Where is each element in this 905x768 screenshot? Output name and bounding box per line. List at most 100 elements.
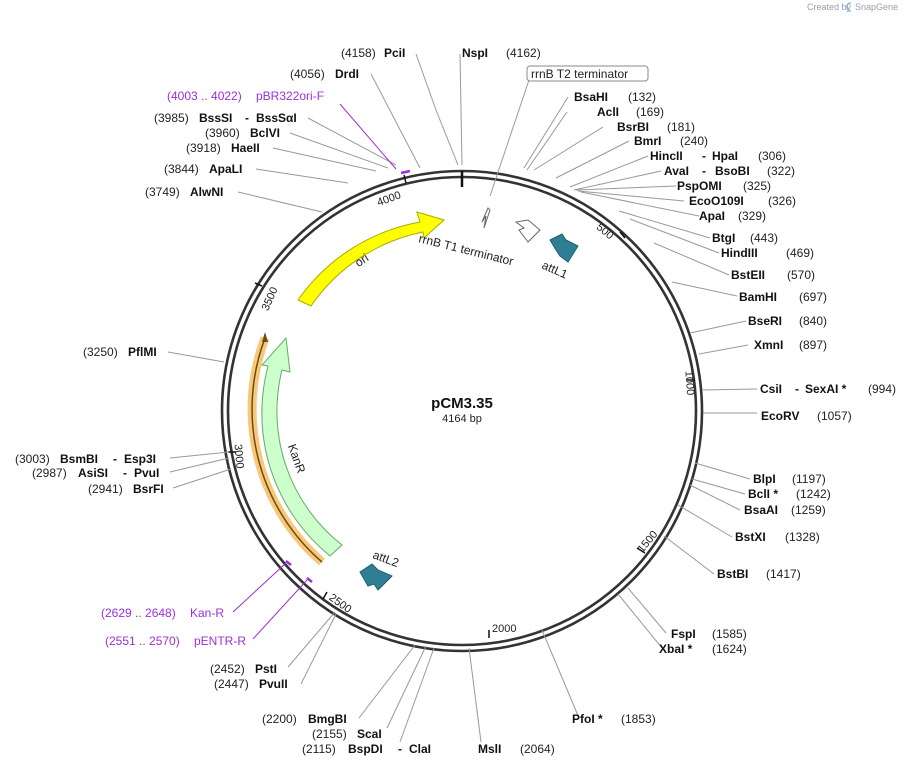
feature-label-rrnb-t1: rrnB T1 terminator (417, 231, 515, 268)
enzyme-name: BtgI (712, 231, 735, 245)
enzyme-name: BclI * (748, 487, 778, 501)
enzyme-pos: (4056) (290, 67, 325, 81)
tick-1000: 1000 (682, 370, 696, 395)
tick-3000: 3000 (232, 444, 246, 469)
snapgene-logo-icon (846, 2, 852, 12)
enzyme-name: BsrBI (617, 120, 649, 134)
enzyme-alwni[interactable]: (3749) AlwNI (145, 185, 223, 199)
enzyme-bsmbi[interactable]: (3003) BsmBI - Esp3I (15, 452, 156, 466)
rrnb-t1-arrow-icon (514, 219, 541, 243)
enzyme-separator: - (702, 164, 706, 178)
enzyme-bsssi[interactable]: (3985) BssSI - BssSαI (154, 111, 297, 125)
enzyme-name: HaeII (231, 141, 260, 155)
enzyme-name: BspDI (348, 742, 383, 756)
enzyme-name: PspOMI (677, 179, 722, 193)
enzyme-bspdi[interactable]: (2115) BspDI - ClaI (302, 742, 431, 756)
enzyme-pos: (697) (799, 290, 827, 304)
enzyme-xmni[interactable]: XmnI (897) (754, 338, 827, 352)
enzyme-pspomi[interactable]: PspOMI (325) (677, 179, 771, 193)
enzyme-pos: (1417) (766, 567, 801, 581)
enzyme-name: XmnI (754, 338, 783, 352)
enzyme-apali[interactable]: (3844) ApaLI (164, 162, 242, 176)
feature-attl1[interactable]: attL1 (540, 233, 579, 282)
primer-pentr-r[interactable]: (2551 .. 2570) pENTR-R (105, 634, 246, 648)
enzyme-name: PstI (255, 662, 277, 676)
enzyme-apai[interactable]: ApaI (329) (699, 209, 766, 223)
enzyme-bsrbi[interactable]: BsrBI (181) (617, 120, 695, 134)
enzyme-pos: (1197) (792, 472, 826, 486)
enzyme-pos: (3960) (205, 126, 240, 140)
primer-kan-r[interactable]: (2629 .. 2648) Kan-R (101, 606, 224, 620)
enzyme-asisi[interactable]: (2987) AsiSI - PvuI (32, 466, 159, 480)
enzyme-bseri[interactable]: BseRI (840) (748, 314, 827, 328)
enzyme-bsaai[interactable]: BsaAI (1259) (744, 503, 826, 517)
enzyme-scai[interactable]: (2155) ScaI (312, 727, 382, 741)
enzyme-csii[interactable]: CsiI - SexAI * (994) (760, 382, 896, 396)
enzyme-pfoi[interactable]: PfoI * (1853) (572, 712, 656, 726)
kanr-arrow (261, 336, 343, 557)
primer-labels: (4003 .. 4022) pBR322ori-F (2629 .. 2648… (101, 89, 324, 648)
enzyme-bmri[interactable]: BmrI (240) (634, 134, 708, 148)
enzyme-pos: (132) (628, 90, 656, 104)
enzyme-bstbi[interactable]: BstBI (1417) (717, 567, 801, 581)
enzyme-pvuii[interactable]: (2447) PvuII (214, 677, 288, 691)
enzyme-hindiii[interactable]: HindIII (469) (721, 246, 814, 260)
feature-label-rrnb-t2: rrnB T2 terminator (531, 67, 628, 81)
feature-kanr[interactable]: KanR (261, 336, 343, 557)
enzyme-fspi[interactable]: FspI (1585) (671, 627, 747, 641)
enzyme-pos: (326) (768, 194, 796, 208)
enzyme-drdi[interactable]: (4056) DrdI (290, 67, 359, 81)
primer-pbr322ori-f[interactable]: (4003 .. 4022) pBR322ori-F (167, 89, 324, 103)
enzyme-bamhi[interactable]: BamHI (697) (739, 290, 827, 304)
enzyme-name-2: BssSαI (256, 111, 297, 125)
feature-ori[interactable]: ori (297, 211, 445, 307)
enzyme-bclvi[interactable]: (3960) BclVI (205, 126, 280, 140)
enzyme-name: AclI (597, 105, 619, 119)
enzyme-name: BstBI (717, 567, 748, 581)
enzyme-blpi[interactable]: BlpI (1197) (753, 472, 826, 486)
enzyme-psti[interactable]: (2452) PstI (210, 662, 277, 676)
enzyme-bsteii[interactable]: BstEII (570) (731, 268, 815, 282)
enzyme-bcli[interactable]: BclI * (1242) (748, 487, 831, 501)
primer-highlight-kan-r (247, 332, 325, 566)
enzyme-pos: (570) (787, 268, 815, 282)
enzyme-hincii[interactable]: HincII - HpaI (306) (650, 149, 786, 163)
enzyme-ecorv[interactable]: EcoRV (1057) (761, 409, 852, 423)
enzyme-name: PflMI (128, 345, 157, 359)
enzyme-pos: (240) (680, 134, 708, 148)
primer-pos: (2629 .. 2648) (101, 606, 176, 620)
enzyme-pcii[interactable]: (4158) PciI (341, 46, 405, 60)
enzyme-bsrfi[interactable]: (2941) BsrFI (88, 482, 164, 496)
enzyme-msli[interactable]: MslI (2064) (478, 742, 555, 756)
enzyme-nspi[interactable]: NspI (4162) (462, 46, 541, 60)
enzyme-haeii[interactable]: (3918) HaeII (186, 141, 260, 155)
primer-marks (285, 169, 411, 583)
enzyme-leaders (167, 53, 758, 743)
enzyme-name: MslI (478, 742, 501, 756)
enzyme-name: AsiSI (78, 466, 108, 480)
enzyme-bmgbi[interactable]: (2200) BmgBI (262, 712, 347, 726)
enzyme-pos: (2941) (88, 482, 123, 496)
enzyme-separator: - (245, 111, 249, 125)
enzyme-bsahi[interactable]: BsaHI (132) (574, 90, 656, 104)
enzyme-separator: - (123, 466, 127, 480)
enzyme-ecoo109i[interactable]: EcoO109I (326) (689, 194, 796, 208)
enzyme-pos: (2452) (210, 662, 245, 676)
enzyme-name: PfoI * (572, 712, 603, 726)
enzyme-xbai[interactable]: XbaI * (1624) (659, 642, 747, 656)
enzyme-name: AlwNI (190, 185, 223, 199)
feature-rrnb-t2-terminator[interactable]: rrnB T2 terminator (489, 65, 649, 197)
enzyme-pos: (1259) (791, 503, 826, 517)
enzyme-pflmi[interactable]: (3250) PflMI (83, 345, 157, 359)
enzyme-acli[interactable]: AclI (169) (597, 105, 664, 119)
primer-name: Kan-R (190, 606, 224, 620)
credit-app[interactable]: SnapGene (855, 2, 898, 12)
enzyme-btgi[interactable]: BtgI (443) (712, 231, 778, 245)
feature-attl2[interactable]: attL2 (359, 548, 401, 591)
enzyme-pos: (2987) (32, 466, 67, 480)
enzyme-name: EcoRV (761, 409, 799, 423)
enzyme-name: PciI (384, 46, 405, 60)
enzyme-avai[interactable]: AvaI - BsoBI (322) (664, 164, 795, 178)
enzyme-bstxi[interactable]: BstXI (1328) (735, 530, 820, 544)
enzyme-name: NspI (462, 46, 488, 60)
